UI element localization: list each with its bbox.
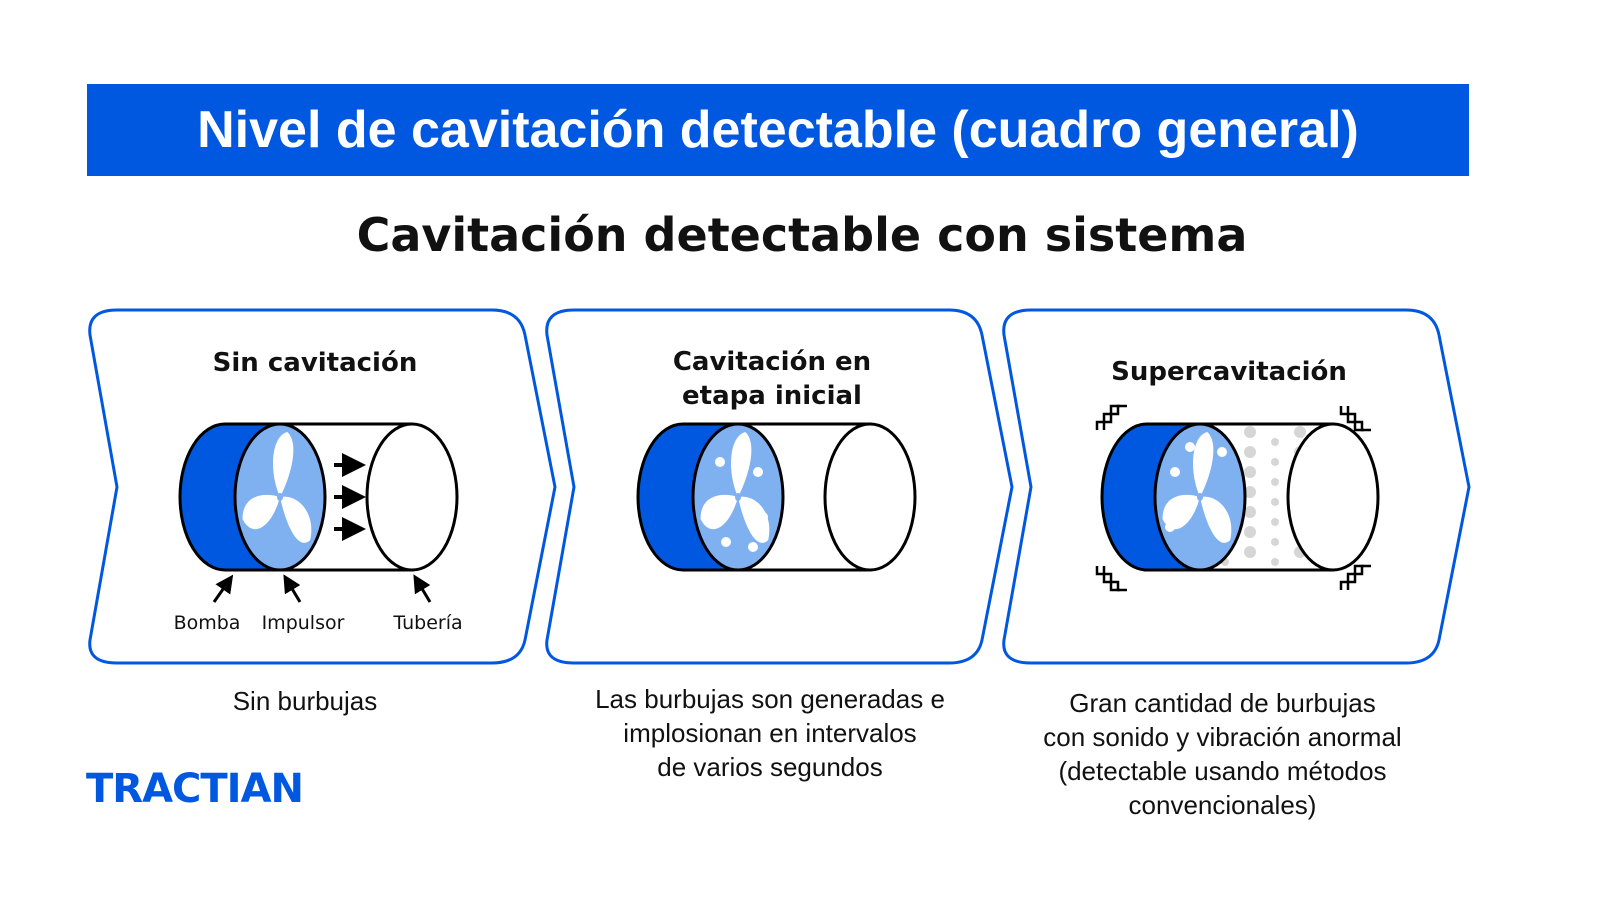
bubble	[1170, 467, 1180, 477]
vibration-icons	[1095, 404, 1371, 592]
stage-title: etapa inicial	[682, 381, 862, 411]
bubble	[758, 512, 768, 522]
bubble	[748, 542, 758, 552]
caption-line: Sin burbujas	[232, 686, 378, 716]
caption-line: implosionan en intervalos	[623, 718, 917, 748]
tractian-logo: TRACTIAN	[86, 766, 304, 812]
bubble	[708, 502, 718, 512]
caption-stage-3: Gran cantidad de burbujas con sonido y v…	[990, 686, 1455, 822]
stage-title: Cavitación en	[673, 347, 871, 377]
caption-line: de varios segundos	[657, 752, 883, 782]
pipe-outlet	[1286, 422, 1380, 572]
fan-icon	[242, 431, 312, 543]
label-pump: Bomba	[174, 612, 241, 634]
stage-panel-1: Sin cavitación	[88, 308, 557, 665]
banner-title: Nivel de cavitación detectable (cuadro g…	[87, 84, 1469, 176]
pipe-outlet	[823, 422, 917, 572]
pointer-arrows	[212, 574, 432, 603]
pump-cylinder	[1100, 422, 1380, 572]
bubble	[715, 457, 725, 467]
caption-line: (detectable usando métodos	[1058, 756, 1387, 786]
stage-title: Sin cavitación	[213, 348, 418, 378]
pump-cylinder	[636, 422, 917, 572]
stage-panel-3: Supercavitación	[1002, 308, 1471, 665]
label-pipe: Tubería	[392, 612, 462, 634]
pipe-outlet	[365, 422, 459, 572]
caption-line: con sonido y vibración anormal	[1043, 722, 1402, 752]
flow-arrows	[334, 453, 366, 541]
caption-stage-2: Las burbujas son generadas e implosionan…	[540, 682, 1000, 784]
bubble	[721, 537, 731, 547]
caption-line: Gran cantidad de burbujas	[1069, 688, 1376, 718]
caption-line: Las burbujas son generadas e	[595, 684, 945, 714]
label-impeller: Impulsor	[262, 612, 345, 634]
caption-stage-1: Sin burbujas	[105, 684, 505, 718]
caption-line: convencionales)	[1128, 790, 1317, 820]
pump-cylinder	[178, 422, 459, 572]
bubble	[1217, 447, 1227, 457]
bubble	[1165, 522, 1175, 532]
bubble	[753, 467, 763, 477]
bubble	[1185, 442, 1195, 452]
fan-icon	[1162, 431, 1232, 543]
stage-title: Supercavitación	[1111, 357, 1347, 387]
subtitle: Cavitación detectable con sistema	[356, 208, 1248, 262]
stage-panel-2: Cavitación en etapa inicial	[545, 308, 1014, 665]
